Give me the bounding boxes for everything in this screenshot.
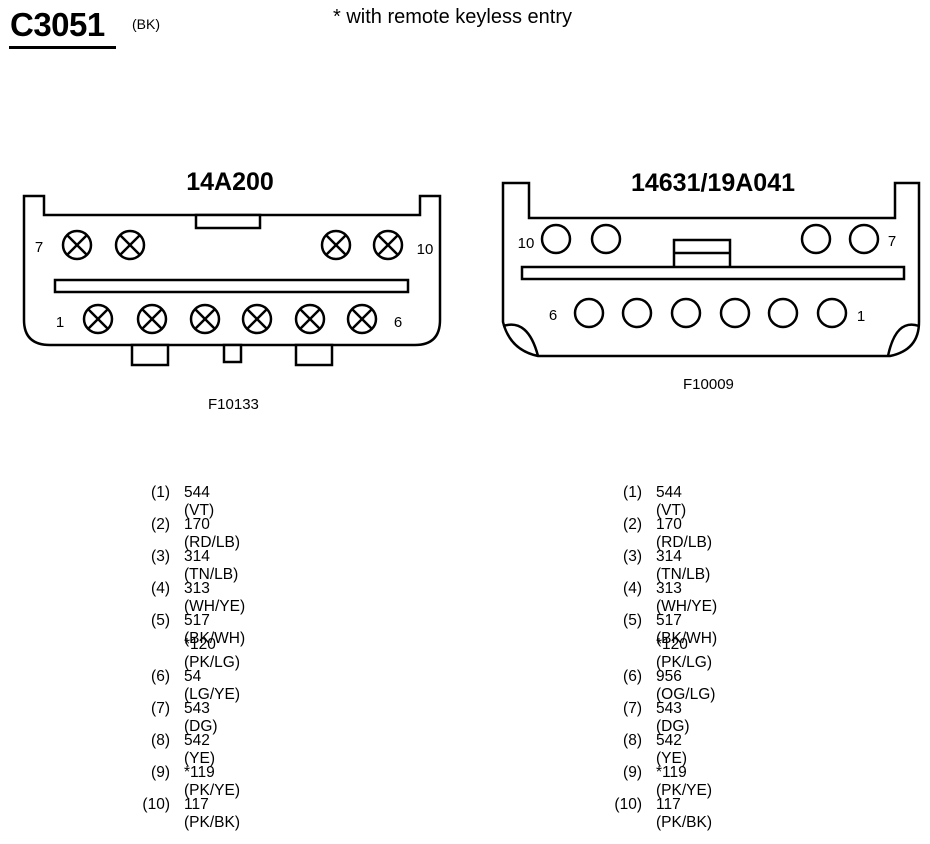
pin-number: (10) bbox=[614, 796, 642, 813]
pin-number: (4) bbox=[151, 580, 170, 597]
left-pin-5 bbox=[294, 303, 326, 335]
left-figure-id: F10133 bbox=[208, 396, 259, 413]
right-pin-9 bbox=[590, 223, 622, 255]
pin-number: (5) bbox=[151, 612, 170, 629]
left-bottom-tab-1 bbox=[130, 343, 170, 367]
left-pin-6 bbox=[346, 303, 378, 335]
wire-circuit: *120 (PK/LG) bbox=[184, 636, 240, 671]
right-connector: 14631/19A041 10 7 6 1 bbox=[501, 169, 921, 358]
right-center-bar bbox=[520, 265, 906, 281]
left-connector-title: 14A200 bbox=[186, 168, 274, 196]
right-pin-3 bbox=[719, 297, 751, 329]
left-label-6: 6 bbox=[394, 314, 402, 331]
right-pin-7 bbox=[848, 223, 880, 255]
connector-color-code: (BK) bbox=[132, 16, 160, 32]
right-label-6: 6 bbox=[549, 307, 557, 324]
wire-circuit: *120 (PK/LG) bbox=[656, 636, 712, 671]
right-pin-8 bbox=[800, 223, 832, 255]
wire-circuit: 543 (DG) bbox=[656, 700, 690, 735]
wire-circuit: 54 (LG/YE) bbox=[184, 668, 240, 703]
pin-number: (1) bbox=[623, 484, 642, 501]
wire-circuit: 544 (VT) bbox=[184, 484, 215, 519]
wire-circuit: 313 (WH/YE) bbox=[656, 580, 718, 615]
right-pin-1 bbox=[816, 297, 848, 329]
right-pin-5 bbox=[621, 297, 653, 329]
left-pin-3 bbox=[189, 303, 221, 335]
right-pin-6 bbox=[573, 297, 605, 329]
left-pin-4 bbox=[241, 303, 273, 335]
pin-number: (6) bbox=[623, 668, 642, 685]
pin-number: (1) bbox=[151, 484, 170, 501]
left-top-latch bbox=[194, 213, 262, 230]
title-underline bbox=[9, 46, 116, 49]
left-pin-1 bbox=[82, 303, 114, 335]
right-label-1: 1 bbox=[857, 308, 865, 325]
wire-circuit: 170 (RD/LB) bbox=[656, 516, 712, 551]
left-connector: 14A200 7 10 1 6 bbox=[22, 168, 442, 367]
connector-diagram: 14A200 7 10 1 6 14631/19A041 bbox=[22, 168, 921, 367]
right-pin-10 bbox=[540, 223, 572, 255]
pin-number: (2) bbox=[623, 516, 642, 533]
left-center-bar bbox=[53, 278, 410, 294]
pin-number: (8) bbox=[151, 732, 170, 749]
pin-number: (3) bbox=[623, 548, 642, 565]
left-pin-2 bbox=[136, 303, 168, 335]
left-label-10: 10 bbox=[417, 241, 434, 258]
left-pin-7 bbox=[61, 229, 93, 261]
pin-number: (4) bbox=[623, 580, 642, 597]
pin-number: (2) bbox=[151, 516, 170, 533]
wire-circuit: 314 (TN/LB) bbox=[184, 548, 239, 583]
wire-circuit: 542 (YE) bbox=[656, 732, 687, 767]
right-pin-2 bbox=[767, 297, 799, 329]
pin-number: (9) bbox=[151, 764, 170, 781]
right-corner-left bbox=[502, 323, 540, 357]
right-corner-right bbox=[886, 323, 920, 357]
wire-circuit: 313 (WH/YE) bbox=[184, 580, 246, 615]
wire-circuit: 117 (PK/BK) bbox=[184, 796, 240, 831]
left-label-7: 7 bbox=[35, 239, 43, 256]
left-pin-9 bbox=[320, 229, 352, 261]
right-pin-4 bbox=[670, 297, 702, 329]
wire-circuit: 956 (OG/LG) bbox=[656, 668, 716, 703]
pin-number: (3) bbox=[151, 548, 170, 565]
pin-number: (7) bbox=[151, 700, 170, 717]
wire-circuit: *119 (PK/YE) bbox=[656, 764, 712, 799]
right-label-10: 10 bbox=[518, 235, 535, 252]
wire-circuit: 544 (VT) bbox=[656, 484, 687, 519]
wire-circuit: 517 (BK/WH) bbox=[656, 612, 718, 647]
wire-circuit: 117 (PK/BK) bbox=[656, 796, 712, 831]
left-label-1: 1 bbox=[56, 314, 64, 331]
connector-id: C3051 bbox=[10, 6, 105, 43]
wire-circuit: *119 (PK/YE) bbox=[184, 764, 240, 799]
pin-number: (6) bbox=[151, 668, 170, 685]
pin-number: (7) bbox=[623, 700, 642, 717]
left-pin-10 bbox=[372, 229, 404, 261]
left-bottom-tab-2 bbox=[222, 343, 243, 364]
pin-number: (5) bbox=[623, 612, 642, 629]
wire-circuit: 170 (RD/LB) bbox=[184, 516, 240, 551]
right-connector-title: 14631/19A041 bbox=[631, 169, 795, 197]
left-bottom-tab-3 bbox=[294, 343, 334, 367]
remote-keyless-note: * with remote keyless entry bbox=[333, 6, 572, 28]
right-label-7: 7 bbox=[888, 233, 896, 250]
pin-number: (8) bbox=[623, 732, 642, 749]
pin-number: (10) bbox=[142, 796, 170, 813]
right-figure-id: F10009 bbox=[683, 376, 734, 393]
wire-circuit: 542 (YE) bbox=[184, 732, 215, 767]
wire-circuit: 517 (BK/WH) bbox=[184, 612, 246, 647]
left-pin-8 bbox=[114, 229, 146, 261]
wire-circuit: 314 (TN/LB) bbox=[656, 548, 711, 583]
wire-circuit: 543 (DG) bbox=[184, 700, 218, 735]
pin-number: (9) bbox=[623, 764, 642, 781]
